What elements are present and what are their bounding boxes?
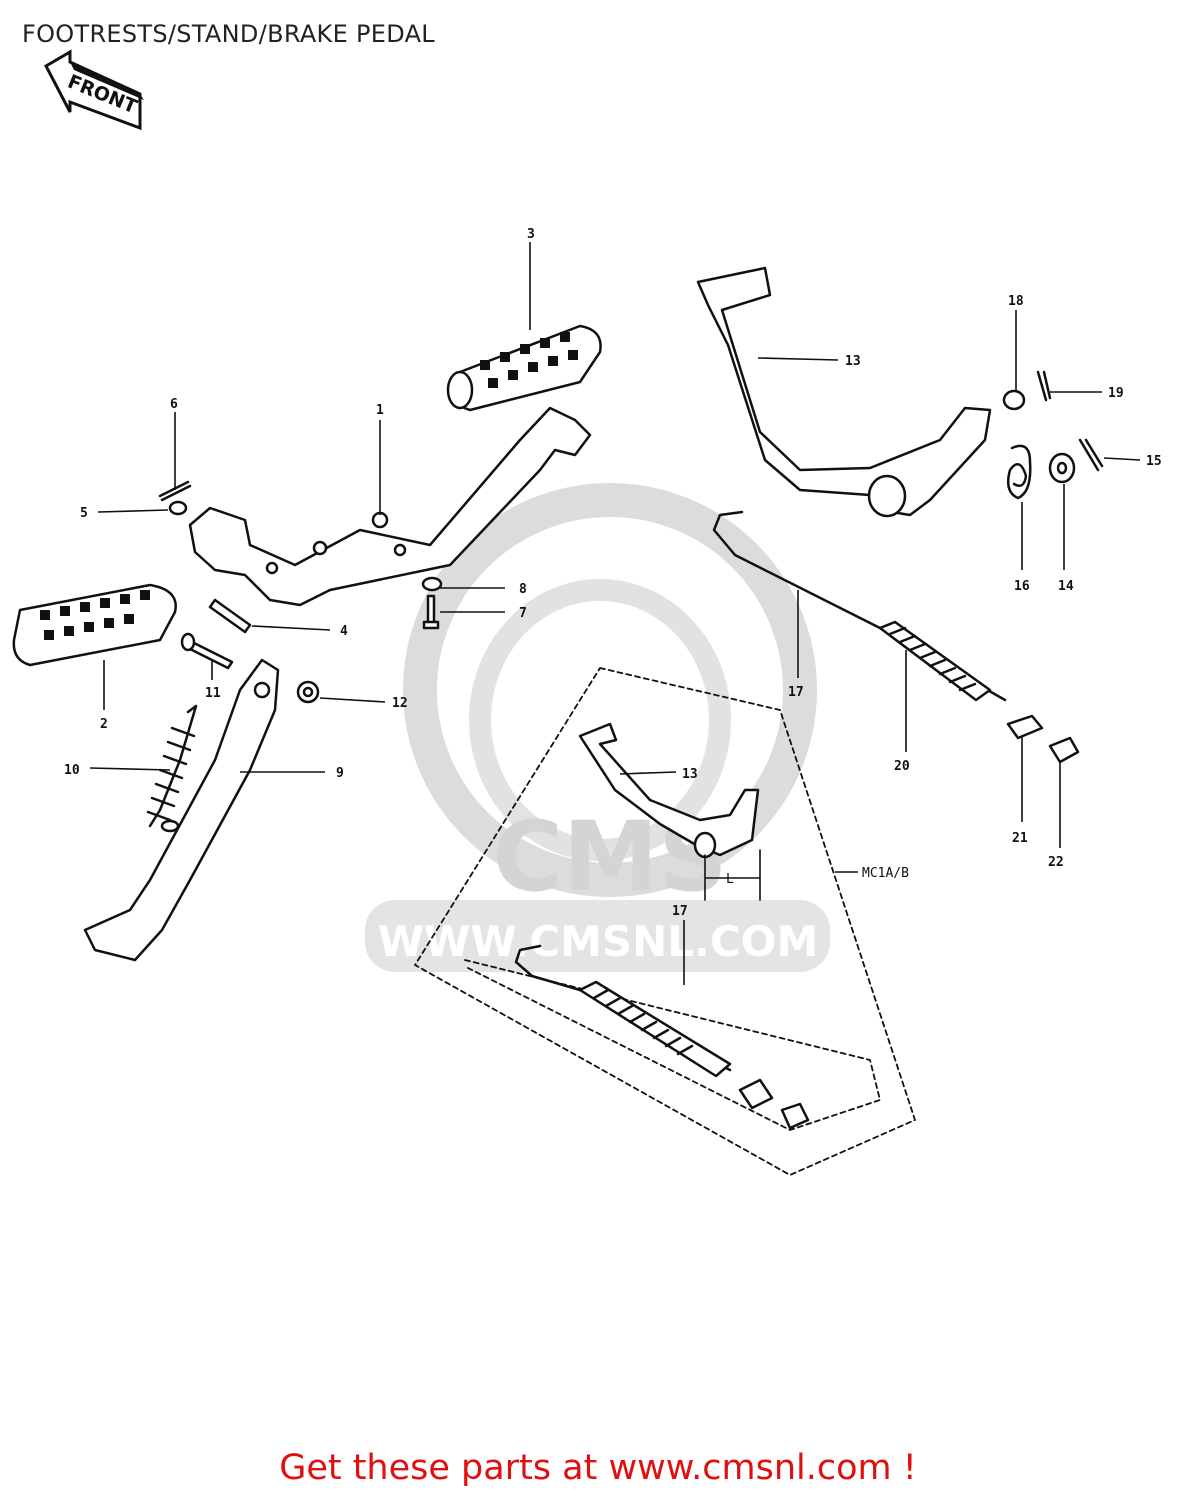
callout-17-variant: 17 xyxy=(672,904,688,919)
front-arrow-icon: FRONT xyxy=(44,49,144,131)
callout-22: 22 xyxy=(1048,855,1064,870)
pivot-pin-4 xyxy=(208,598,252,634)
bolt-7 xyxy=(422,594,440,630)
variant-box xyxy=(414,667,916,1176)
callout-19: 19 xyxy=(1108,386,1124,401)
callout-2: 2 xyxy=(100,717,108,732)
callout-9: 9 xyxy=(336,766,344,781)
callout-10: 10 xyxy=(64,763,80,778)
callout-5: 5 xyxy=(80,506,88,521)
cotter-pin-6 xyxy=(158,480,192,502)
footrest-bracket xyxy=(188,406,592,607)
brake-pedal xyxy=(696,266,992,518)
callout-12: 12 xyxy=(392,696,408,711)
adjuster-nut-22 xyxy=(1048,736,1080,764)
cmsnl-link[interactable]: Get these parts at www.cmsnl.com ! xyxy=(279,1448,917,1488)
washer-5 xyxy=(168,500,188,516)
dimension-l xyxy=(704,849,761,901)
callout-4: 4 xyxy=(340,624,348,639)
cotter-pin-15 xyxy=(1078,438,1104,472)
trunnion-21 xyxy=(1006,714,1044,740)
watermark: CMS WWW.CMSNL.COM xyxy=(365,483,830,972)
brake-rod-variant xyxy=(514,944,810,1130)
callout-6: 6 xyxy=(170,397,178,412)
callout-14: 14 xyxy=(1058,579,1074,594)
brake-rod xyxy=(712,510,1007,702)
nut-18 xyxy=(1002,389,1026,411)
footpeg-rubber-front xyxy=(12,583,177,667)
washer-8 xyxy=(421,576,443,592)
bolt-11 xyxy=(180,632,234,670)
callout-8: 8 xyxy=(519,582,527,597)
callout-20: 20 xyxy=(894,759,910,774)
variant-label: MC1A/B xyxy=(862,866,909,881)
callout-15: 15 xyxy=(1146,454,1162,469)
dimension-label: L xyxy=(726,872,734,887)
footer-link-line: Get these parts at www.cmsnl.com ! xyxy=(0,1448,1196,1488)
footpeg-rubber-rear xyxy=(446,324,602,412)
stand-spring xyxy=(146,704,198,833)
callout-13-variant: 13 xyxy=(682,767,698,782)
callout-7: 7 xyxy=(519,606,527,621)
washer-14 xyxy=(1048,452,1076,484)
brake-pedal-variant xyxy=(578,722,760,859)
callout-13: 13 xyxy=(845,354,861,369)
cotter-pin-19 xyxy=(1036,370,1052,402)
callout-18: 18 xyxy=(1008,294,1024,309)
callout-17: 17 xyxy=(788,685,804,700)
page-title: FOOTRESTS/STAND/BRAKE PEDAL xyxy=(22,20,435,48)
return-spring-16 xyxy=(1007,444,1032,500)
watermark-text: WWW.CMSNL.COM xyxy=(378,917,819,966)
callout-16: 16 xyxy=(1014,579,1030,594)
side-stand xyxy=(83,658,280,962)
callout-3: 3 xyxy=(527,227,535,242)
nut-12 xyxy=(296,680,320,704)
callout-1: 1 xyxy=(376,403,384,418)
callout-21: 21 xyxy=(1012,831,1028,846)
callout-11: 11 xyxy=(205,686,221,701)
